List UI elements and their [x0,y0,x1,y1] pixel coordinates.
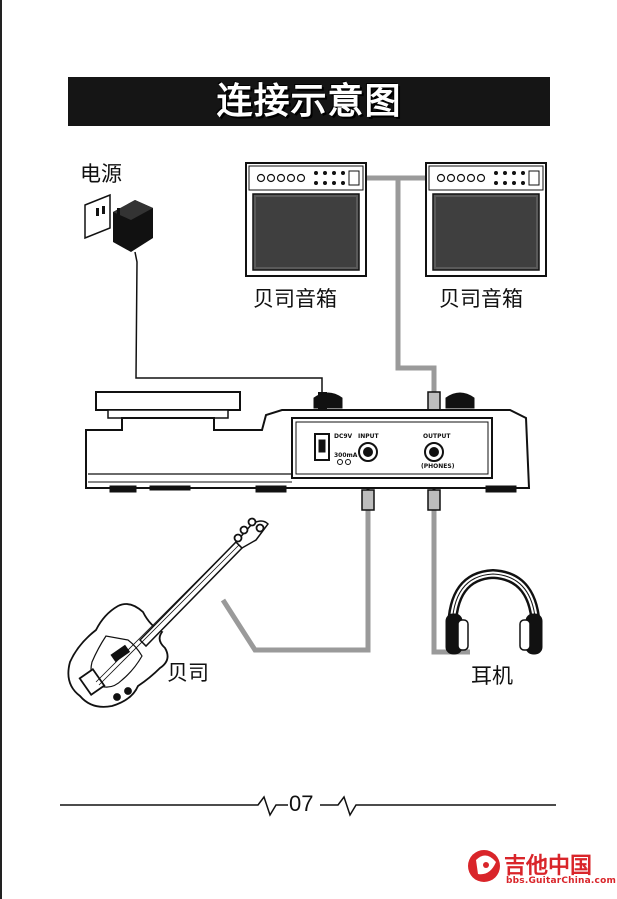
amp-left-label: 贝司音箱 [253,287,337,311]
phones-jack-label: (PHONES) [421,463,455,470]
phones-plug [427,489,441,511]
bass-label: 贝司 [167,661,209,685]
dc-current-label: 300mA [334,452,358,459]
headphones-label: 耳机 [471,664,513,688]
output-jack-label: OUTPUT [423,433,451,440]
page-left-border [0,0,2,899]
footer-rule-right [320,795,556,817]
bass-guitar-icon [67,517,269,708]
amp-right-label: 贝司音箱 [439,287,523,311]
headphones-icon [445,568,543,655]
watermark-name: 吉他中国 [504,854,593,879]
footer-rule-left [60,795,288,817]
page-number: 07 [289,791,314,816]
dc-voltage-label: DC9V [334,433,353,440]
guitarchina-logo-icon [468,850,500,882]
effects-pedal-icon [85,391,531,493]
power-cable [134,251,323,395]
power-label: 电源 [80,162,122,186]
bass-amp-right-icon [425,162,547,277]
title-banner: 连接示意图 [68,77,550,126]
watermark-url: bbs.GuitarChina.com [506,876,617,886]
page-title: 连接示意图 [216,81,402,122]
power-outlet-icon [84,193,111,240]
input-jack-label: INPUT [358,433,380,440]
input-cable-to-bass [220,510,371,653]
power-adapter-icon [113,200,153,252]
bass-amp-left-icon [245,162,367,277]
input-plug [361,489,375,511]
output-cable-to-amps [362,175,437,392]
